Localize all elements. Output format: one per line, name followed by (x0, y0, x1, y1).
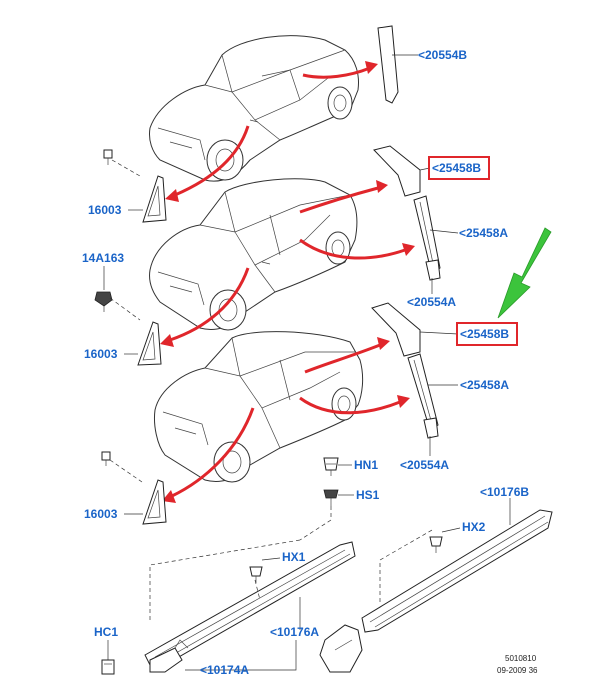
red-arrow-c1-front (174, 125, 250, 197)
fastener-icon-hx2 (429, 536, 443, 553)
highlight-box-25458b-low (456, 322, 518, 346)
red-arrowhead-c3-top (377, 337, 390, 350)
part-bracket-lower (319, 624, 363, 673)
part-16003-trim-3 (142, 479, 167, 525)
green-pointer-arrow (497, 227, 552, 319)
part-16003-trim-1 (142, 175, 167, 223)
red-arrowhead-c2-top (376, 180, 388, 193)
label-hx2: HX2 (462, 520, 486, 534)
clip-icon-3 (101, 451, 143, 483)
part-20554a-mid (425, 259, 441, 281)
label-hc1: HC1 (94, 625, 118, 639)
label-16003-3: 16003 (84, 507, 118, 521)
label-25458b-low: <25458B (460, 327, 509, 341)
red-arrow-c2-mid (299, 238, 406, 260)
label-25458a-low: <25458A (460, 378, 509, 392)
label-14a163: 14A163 (82, 251, 124, 265)
label-25458a-mid: <25458A (459, 226, 508, 240)
car-coupe (149, 35, 359, 182)
red-arrow-c3-top (304, 343, 381, 374)
label-20554a-low: <20554A (400, 458, 449, 472)
footer-code: 5010810 (505, 654, 537, 663)
part-10174a (149, 647, 183, 673)
red-arrowhead-c1-back (365, 61, 378, 74)
part-10176b-sill (361, 509, 553, 633)
red-arrow-c3-front (171, 407, 255, 498)
label-10174a: <10174A (200, 663, 249, 677)
label-10176b: <10176B (480, 485, 529, 499)
label-25458b-top: <25458B (432, 161, 481, 175)
label-hn1: HN1 (354, 458, 378, 472)
fastener-icon-hn1 (323, 457, 339, 476)
label-hs1: HS1 (356, 488, 380, 502)
label-16003-1: 16003 (88, 203, 122, 217)
highlight-box-25458b-top (428, 156, 490, 180)
label-16003-2: 16003 (84, 347, 118, 361)
footer-date: 09-2009 36 (497, 666, 538, 675)
red-arrow-c2-top (299, 186, 379, 214)
clip-icon-1 (103, 149, 141, 177)
fastener-icon-hs1 (323, 489, 339, 506)
red-arrowhead-c3-front (162, 490, 176, 503)
red-arrow-c2-front (169, 267, 250, 342)
part-20554a-low (423, 417, 439, 439)
clip-icon-14a163 (94, 291, 141, 321)
red-arrowhead-c2-front (160, 334, 174, 347)
label-20554b: <20554B (418, 48, 467, 62)
clip-icon-hc1 (101, 659, 115, 675)
part-16003-trim-2 (137, 321, 162, 366)
label-20554a-mid: <20554A (407, 295, 456, 309)
red-arrow-c1-back (302, 66, 371, 79)
part-20554b-pillar (377, 25, 399, 104)
red-arrow-c3-mid (299, 396, 401, 415)
red-arrowhead-c1-front (165, 189, 179, 202)
red-arrowhead-c3-mid (397, 395, 410, 408)
red-arrowhead-c2-mid (402, 243, 415, 256)
label-hx1: HX1 (282, 550, 306, 564)
fastener-icon-hx1 (249, 566, 263, 583)
label-10176a: <10176A (270, 625, 319, 639)
part-25458b-low (371, 302, 421, 357)
part-25458b-top (373, 145, 421, 197)
